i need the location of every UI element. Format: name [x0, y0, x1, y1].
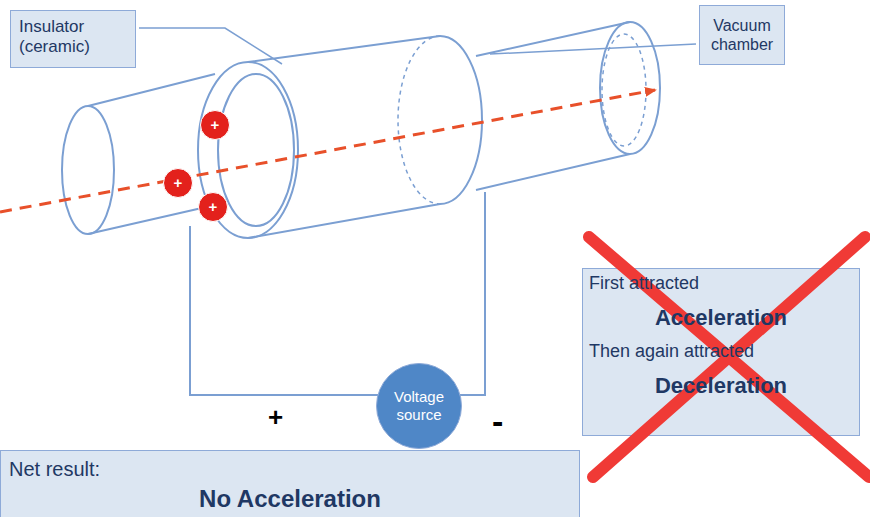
callout-box: Vacuum chamber	[699, 5, 785, 65]
body-text: Voltage source	[377, 388, 461, 424]
crossed-out-box: First attractedAccelerationThen again at…	[582, 268, 860, 436]
ion-particle: +	[198, 192, 228, 222]
body-text: Insulator (ceramic)	[19, 17, 127, 58]
heading-text: No Acceleration	[9, 485, 571, 514]
heading-text: Deceleration	[589, 373, 853, 399]
result-box: Net result: No Acceleration	[0, 450, 580, 517]
polarity-sign: +	[268, 404, 283, 430]
voltage-source-circle: Voltage source	[376, 363, 462, 449]
heading-text: +	[209, 198, 218, 216]
body-text: Net result:	[9, 457, 571, 481]
vacuum-tube	[62, 22, 660, 238]
heading-text: +	[174, 174, 183, 192]
beam-path	[0, 90, 655, 212]
ion-particle: +	[200, 110, 230, 140]
callout-box: Insulator (ceramic)	[10, 10, 136, 68]
heading-text: Acceleration	[589, 305, 853, 331]
body-text: Then again attracted	[589, 341, 853, 363]
body-text: Vacuum chamber	[708, 16, 776, 54]
leader-line	[139, 28, 696, 64]
body-text: First attracted	[589, 273, 853, 295]
wire	[190, 192, 485, 395]
heading-text: +	[211, 116, 220, 134]
polarity-sign: -	[492, 404, 503, 438]
ion-particle: +	[163, 168, 193, 198]
